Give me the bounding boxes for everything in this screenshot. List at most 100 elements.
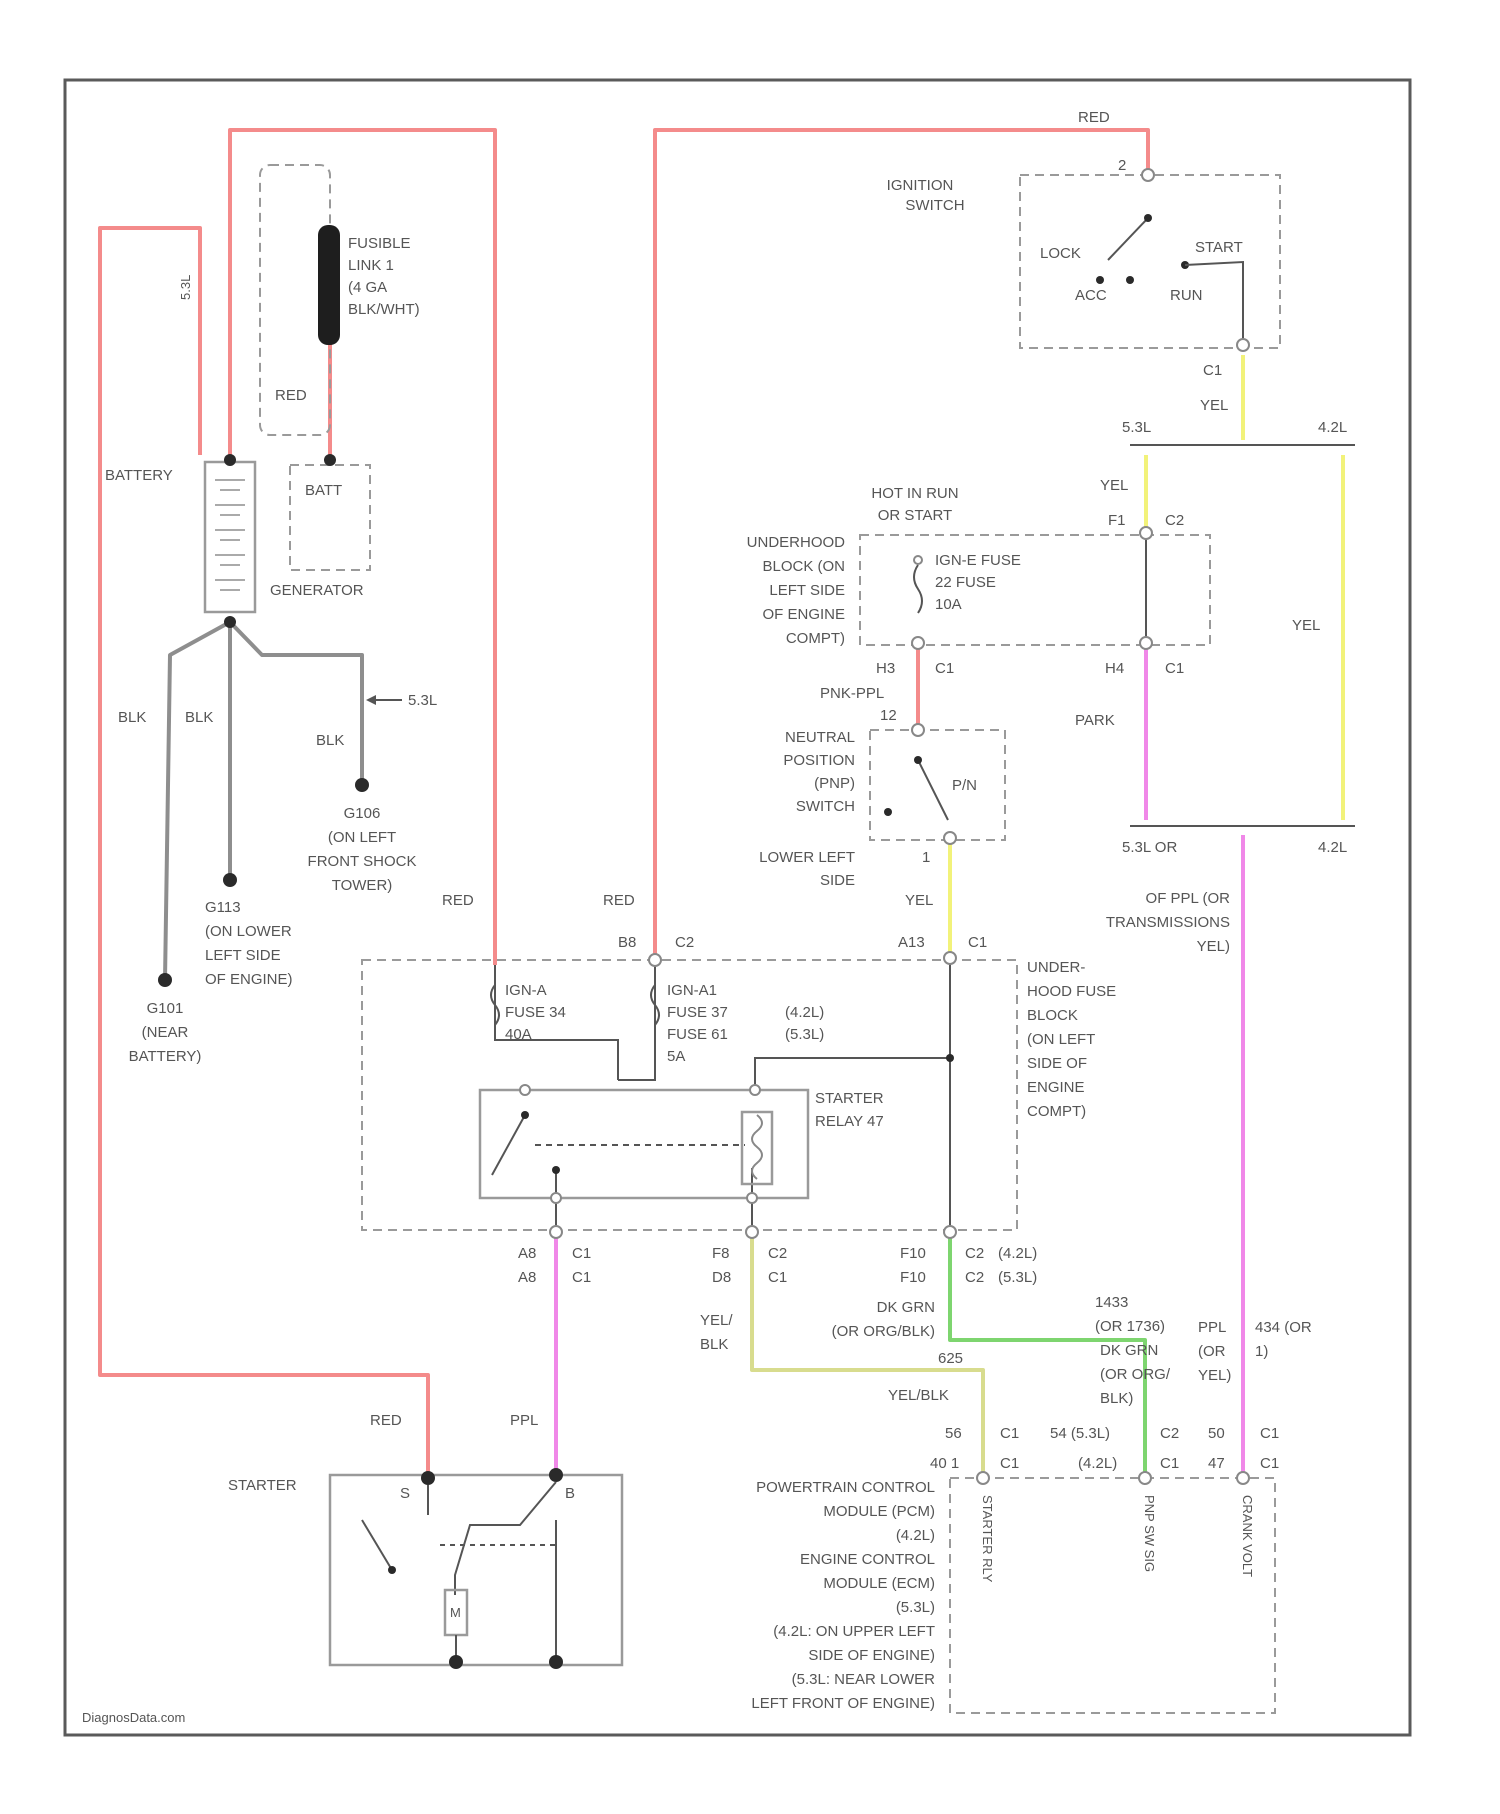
ignition-pin-2-label: 2	[1118, 157, 1126, 174]
pcm-label-5: MODULE (ECM)	[823, 1575, 935, 1592]
fuse-block-pin-f8	[746, 1226, 758, 1238]
ignition-yel-label: YEL	[1200, 397, 1228, 414]
fusible-link-element	[318, 225, 340, 345]
pnp-contact	[884, 808, 892, 816]
starter-b-label: B	[565, 1485, 575, 1502]
ignition-title-2: SWITCH	[905, 197, 964, 214]
ppl-right-label-1: PPL	[1198, 1319, 1226, 1336]
pcm-label-3: (4.2L)	[896, 1527, 935, 1544]
pcm-pin-47: 47	[1208, 1455, 1225, 1472]
pnp-pin-12-label: 12	[880, 707, 897, 724]
pnp-pin-1	[944, 832, 956, 844]
pcm-signal-starter: STARTER RLY	[980, 1495, 995, 1583]
relay-pin-3	[551, 1193, 561, 1203]
dk-grn2-label-2: (OR ORG/	[1100, 1366, 1171, 1383]
fuse-a-label-3: 40A	[505, 1026, 532, 1043]
pcm-pin-crank	[1237, 1472, 1249, 1484]
ground-g113-node	[223, 873, 237, 887]
pin-f10-opt: (4.2L)	[998, 1245, 1037, 1262]
ignition-pin-c1	[1237, 339, 1249, 351]
fuse-b-label-1: IGN-A1	[667, 982, 717, 999]
fuse-block-a13: A13	[898, 934, 925, 951]
battery-label: BATTERY	[105, 467, 173, 484]
g113-label-4: OF ENGINE)	[205, 971, 293, 988]
pin-f10b-label: F10	[900, 1269, 926, 1286]
ignition-lock-label: LOCK	[1040, 245, 1081, 262]
g101-label-1: G101	[147, 1000, 184, 1017]
fuse-block-label-4: (ON LEFT	[1027, 1031, 1095, 1048]
relay-switch-contact	[552, 1166, 560, 1174]
fuse-block-pin-a8	[550, 1226, 562, 1238]
pin-f10-label: F10	[900, 1245, 926, 1262]
wire-434-label-1: 434 (OR	[1255, 1319, 1312, 1336]
ignition-title-1: IGNITION	[887, 177, 954, 194]
underhood-label-2: BLOCK (ON	[762, 558, 845, 575]
fuse-block-pin-a13	[944, 952, 956, 964]
ignition-opt-53: 5.3L	[1122, 419, 1151, 436]
starter-b-terminal	[549, 1468, 563, 1482]
ground-wire-blk-1: BLK	[118, 709, 146, 726]
watermark: DiagnosData.com	[82, 1710, 185, 1725]
pnp-pin-1-label: 1	[922, 849, 930, 866]
ignition-pivot	[1144, 214, 1152, 222]
generator-red-label: RED	[275, 387, 307, 404]
generator-batt-terminal	[324, 454, 336, 466]
fuse-top-label-1: IGN-E FUSE	[935, 552, 1021, 569]
underhood-label-4: OF ENGINE	[762, 606, 845, 623]
pcm-label-8: SIDE OF ENGINE)	[808, 1647, 935, 1664]
wire-434-label-2: 1)	[1255, 1343, 1268, 1360]
fusible-label-3: (4 GA	[348, 279, 387, 296]
pin-d8-label: D8	[712, 1269, 731, 1286]
red-starter-label: RED	[370, 1412, 402, 1429]
pcm-pin-50-c1: C1	[1260, 1425, 1279, 1442]
relay-switch-pivot	[521, 1111, 529, 1119]
yel-blk-label-2: BLK	[700, 1336, 728, 1353]
pcm-label-6: (5.3L)	[896, 1599, 935, 1616]
g106-label-2: (ON LEFT	[328, 829, 396, 846]
battery-negative-terminal	[224, 616, 236, 628]
fuse-block-label-5: SIDE OF	[1027, 1055, 1087, 1072]
ignition-run-contact	[1126, 276, 1134, 284]
ignition-acc-label: ACC	[1075, 287, 1107, 304]
fuse-opt-a: (4.2L)	[785, 1004, 824, 1021]
fuse-b-label-4: 5A	[667, 1048, 685, 1065]
fusible-label-2: LINK 1	[348, 257, 394, 274]
branch-right-label: 4.2L	[1318, 839, 1347, 856]
pcm-pin-pnp	[1139, 1472, 1151, 1484]
pcm-pin-54: 54 (5.3L)	[1050, 1425, 1110, 1442]
underhood-c2-label: C2	[1165, 512, 1184, 529]
ground-wire-blk-3: BLK	[316, 732, 344, 749]
pcm-pin-42-c1: C1	[1160, 1455, 1179, 1472]
pnp-label-4: SWITCH	[796, 798, 855, 815]
fuse-block-pin-b8	[649, 954, 661, 966]
underhood-f1-label: F1	[1108, 512, 1126, 529]
ppl-right-label-2: (OR	[1198, 1343, 1226, 1360]
yel-blk-label-1: YEL/	[700, 1312, 733, 1329]
generator-label: GENERATOR	[270, 582, 364, 599]
pnp-label-2: POSITION	[783, 752, 855, 769]
fuse-b-label-3: FUSE 61	[667, 1026, 728, 1043]
g101-label-3: BATTERY)	[129, 1048, 202, 1065]
starter-label: STARTER	[228, 1477, 297, 1494]
dk-grn2-label-1: DK GRN	[1100, 1342, 1158, 1359]
wire-1433-label-1: 1433	[1095, 1294, 1128, 1311]
ignition-opt-42: 4.2L	[1318, 419, 1347, 436]
fuse-opt-b: (5.3L)	[785, 1026, 824, 1043]
hot-label-1: HOT IN RUN	[871, 485, 958, 502]
pcm-pin-56: 56	[945, 1425, 962, 1442]
pcm-label-10: LEFT FRONT OF ENGINE)	[751, 1695, 935, 1712]
pcm-pin-40: 40 1	[930, 1455, 959, 1472]
branch-desc-1: OF PPL (OR	[1146, 890, 1231, 907]
pcm-pin-42: (4.2L)	[1078, 1455, 1117, 1472]
pnp-lower-label-1: LOWER LEFT	[759, 849, 855, 866]
pcm-pin-50: 50	[1208, 1425, 1225, 1442]
fuse-block-label-1: UNDER-	[1027, 959, 1085, 976]
underhood-pin-h3	[912, 637, 924, 649]
fuse-a-label-2: FUSE 34	[505, 1004, 566, 1021]
fuse-a-label-1: IGN-A	[505, 982, 547, 999]
relay-label-1: STARTER	[815, 1090, 884, 1107]
pcm-label-4: ENGINE CONTROL	[800, 1551, 935, 1568]
pin-a8-label: A8	[518, 1245, 536, 1262]
park-label: PARK	[1075, 712, 1115, 729]
